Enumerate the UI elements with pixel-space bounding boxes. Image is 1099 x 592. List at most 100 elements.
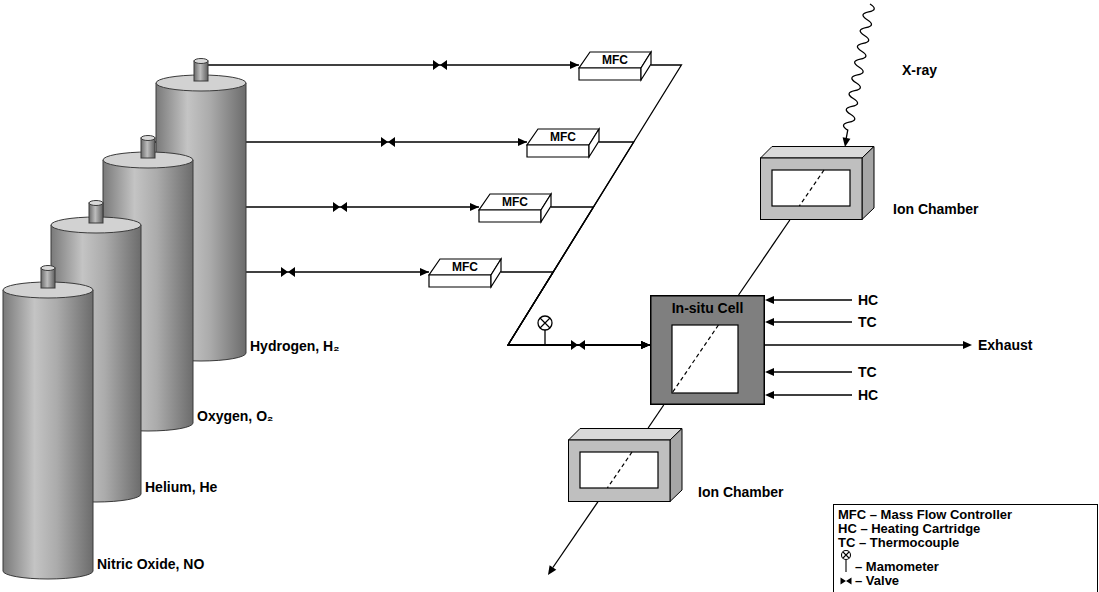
mfc-top-face (527, 129, 599, 145)
beam-line-path (648, 405, 664, 428)
legend-text: TC – Thermocouple (838, 536, 959, 550)
mass-flow-controller: MFC (428, 258, 502, 288)
valve-symbol (281, 267, 295, 277)
mfc-front-face (479, 210, 541, 222)
mfc-top-face (429, 259, 501, 275)
chamber-side-face (670, 429, 682, 502)
chamber-label: Ion Chamber (698, 484, 784, 500)
arrowhead (518, 138, 527, 146)
chamber-window (772, 170, 850, 206)
cylinder-cap-top (41, 266, 55, 271)
beam-exit-arrowhead (548, 565, 556, 575)
mfc-label: MFC (550, 129, 576, 145)
xray-arrowhead (843, 137, 851, 147)
manifold-line-path (508, 142, 650, 345)
legend-text: – Valve (855, 574, 899, 588)
beam-dashed (672, 325, 718, 393)
xray-label: X-ray (902, 62, 937, 78)
legend-text: HC – Heating Cartridge (838, 522, 980, 536)
manometer-stem (544, 330, 545, 345)
manifold-line (508, 142, 650, 349)
arrowhead (570, 61, 579, 69)
mfc-side-face (641, 52, 651, 80)
chamber-top-face (761, 147, 875, 159)
valve-symbol (433, 60, 447, 70)
cylinder-label: Helium, He (145, 479, 217, 495)
mfc-side-face (541, 194, 551, 222)
mfc-front-face (429, 275, 491, 287)
mfc-label: MFC (502, 194, 528, 210)
mass-flow-controller: MFC (478, 193, 552, 223)
hc-tc-lines (774, 300, 852, 395)
arrowhead (641, 341, 650, 349)
valve-symbol (381, 137, 395, 147)
beam-line-path (739, 220, 790, 295)
arrowhead (963, 341, 972, 349)
thermocouple-label: TC (858, 364, 877, 380)
beam-dashed (799, 170, 824, 206)
exhaust-line (765, 344, 963, 345)
arrowhead (765, 318, 774, 326)
arrowhead (765, 296, 774, 304)
mfc-label: MFC (602, 52, 628, 68)
legend-frame (834, 505, 1098, 592)
in-situ-cell: In-situ Cell (650, 295, 765, 405)
mfc-front-face (579, 68, 641, 80)
chamber-side-face (862, 147, 874, 220)
arrowhead (641, 341, 650, 349)
valve-symbol (333, 202, 347, 212)
legend-valve-symbol (841, 578, 852, 585)
arrowhead (641, 341, 650, 349)
thermocouple-label: TC (858, 314, 877, 330)
chamber-window (580, 452, 658, 488)
legend-text: MFC – Mass Flow Controller (838, 508, 1012, 522)
manometer-cross (540, 318, 550, 328)
mfc-top-face (579, 52, 651, 68)
beam-dashed (607, 452, 632, 488)
beam-line (739, 220, 790, 295)
chamber-front-face (761, 158, 863, 220)
cell-label: In-situ Cell (672, 300, 744, 316)
manometer-symbol (538, 316, 552, 330)
beam-line (648, 405, 664, 428)
arrowhead (765, 391, 774, 399)
gas-line (208, 61, 579, 69)
cylinder-label: Oxygen, O₂ (197, 408, 273, 424)
chamber-label: Ion Chamber (893, 201, 979, 217)
arrowhead (765, 368, 774, 376)
cell-body (651, 296, 765, 405)
cylinder-cap-top (89, 201, 103, 206)
gas-cylinder-shape (2, 264, 94, 580)
ion-chamber-shape (568, 428, 684, 502)
cylinder-body (3, 290, 93, 579)
chamber-top-face (569, 429, 683, 441)
xray-wave (844, 4, 875, 138)
heating-cartridge-label: HC (858, 387, 878, 403)
cell-window (672, 325, 738, 393)
manifold-line-path (508, 207, 650, 345)
gas-cylinder: Nitric Oxide, NO (2, 264, 94, 580)
cylinder-label: Nitric Oxide, NO (97, 556, 204, 572)
legend-manometer-cross (843, 552, 849, 572)
manifold-line (501, 272, 650, 349)
valve-symbol (571, 340, 585, 350)
chamber-front-face (569, 440, 671, 502)
ion-chamber-shape (760, 146, 876, 220)
heating-cartridge-label: HC (858, 292, 878, 308)
exhaust-label: Exhaust (978, 337, 1032, 353)
mass-flow-controller: MFC (578, 51, 652, 81)
cylinder-label: Hydrogen, H₂ (250, 338, 339, 354)
arrowhead (641, 341, 650, 349)
cylinder-cap-top (141, 136, 155, 141)
mfc-front-face (527, 145, 589, 157)
mfc-label: MFC (452, 259, 478, 275)
mass-flow-controller: MFC (526, 128, 600, 158)
mfc-side-face (491, 259, 501, 287)
manifold-line (508, 207, 650, 349)
arrowhead (420, 268, 429, 276)
ion-chamber: Ion Chamber (760, 146, 876, 220)
gas-line-path (208, 64, 579, 65)
cylinder-cap-top (194, 59, 208, 64)
mfc-side-face (589, 129, 599, 157)
